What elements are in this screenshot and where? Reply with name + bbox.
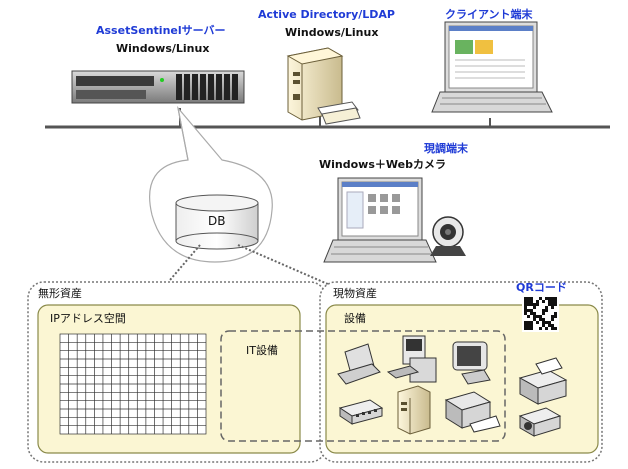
crt-monitor-icon bbox=[452, 341, 491, 385]
equipment-title: 設備 bbox=[344, 312, 366, 325]
qr-code-title: QRコード bbox=[516, 281, 567, 294]
field-laptop-icon bbox=[323, 177, 437, 263]
field-terminal-os: Windows＋Webカメラ bbox=[319, 158, 446, 171]
fax-machine-icon bbox=[518, 357, 568, 405]
printer-icon bbox=[444, 391, 501, 433]
laptop-device-icon bbox=[337, 343, 381, 385]
ip-address-grid bbox=[59, 333, 207, 435]
db-label: DB bbox=[208, 214, 226, 228]
tower-server-icon bbox=[286, 47, 361, 125]
rack-server-icon bbox=[71, 70, 245, 104]
client-laptop-icon bbox=[431, 21, 553, 113]
client-terminal-title: クライアント端末 bbox=[445, 8, 533, 21]
webcam-icon bbox=[430, 216, 466, 256]
it-equipment-title: IT設備 bbox=[246, 344, 278, 357]
qr-code-icon bbox=[522, 295, 559, 332]
db-link-physical bbox=[237, 244, 331, 286]
ad-server-os: Windows/Linux bbox=[285, 26, 379, 39]
assetsentinel-server-os: Windows/Linux bbox=[116, 42, 210, 55]
intangible-assets-title: 無形資産 bbox=[38, 287, 82, 300]
physical-assets-title: 現物資産 bbox=[333, 287, 377, 300]
ip-space-title: IPアドレス空間 bbox=[50, 312, 126, 325]
field-terminal-title: 現調端末 bbox=[424, 142, 468, 155]
projector-icon bbox=[518, 407, 562, 437]
it-equipment-region bbox=[220, 330, 506, 442]
assetsentinel-server-title: AssetSentinelサーバー bbox=[96, 24, 226, 37]
tower-pc-icon bbox=[397, 385, 431, 435]
desktop-pc-icon bbox=[386, 335, 437, 383]
ad-server-title: Active Directory/LDAP bbox=[258, 8, 395, 21]
network-switch-icon bbox=[338, 399, 384, 425]
database-icon bbox=[175, 194, 259, 250]
